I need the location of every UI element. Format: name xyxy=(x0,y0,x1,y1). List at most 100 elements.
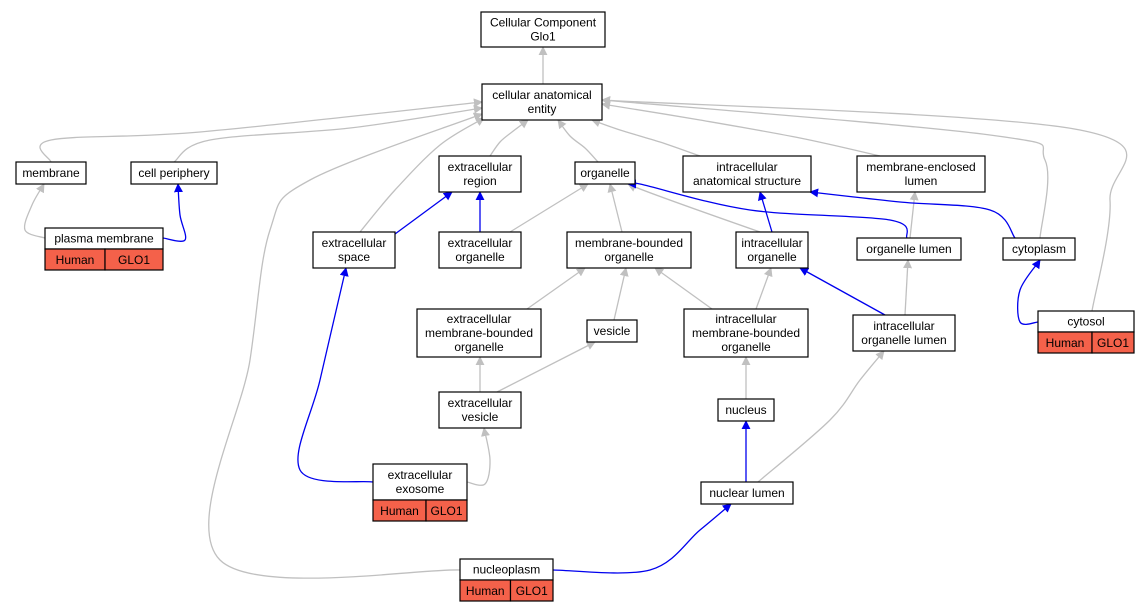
species-label: Human xyxy=(56,253,95,267)
edge-vesicle-to-mborg xyxy=(613,267,629,321)
node-label: organelle xyxy=(580,166,630,180)
edge-cytoplasm-to-intraanat xyxy=(809,188,1016,239)
node-label: cellular anatomical xyxy=(492,88,591,102)
edge-nucleoplasm-to-nuclumen xyxy=(552,503,732,574)
node-label: cell periphery xyxy=(138,166,209,180)
gene-cell xyxy=(104,248,164,271)
node-label: lumen xyxy=(905,174,938,188)
node-box xyxy=(312,231,396,269)
gene-label: GLO1 xyxy=(1097,336,1129,350)
node-box xyxy=(416,308,542,358)
edge-exosome-to-ecvesicle xyxy=(466,427,491,486)
node-box xyxy=(438,391,522,429)
edge-nucleoplasm-to-cae xyxy=(208,112,483,579)
edge-icorglumen-to-icorg xyxy=(799,267,886,316)
node-label: intracellular xyxy=(716,160,777,174)
edge-cytoplasm-to-cae xyxy=(601,96,1049,239)
gene-label: GLO1 xyxy=(118,253,150,267)
edge-ecspace-to-ecregion xyxy=(394,191,453,235)
node-cytoplasm[interactable]: cytoplasm xyxy=(1002,237,1076,261)
node-box xyxy=(717,398,775,422)
species-label: Human xyxy=(380,504,419,518)
node-box xyxy=(682,155,812,193)
node-box xyxy=(438,155,522,193)
node-label: anatomical structure xyxy=(693,174,801,188)
node-label: organelle xyxy=(747,250,797,264)
edge-ecvesicle-to-vesicle xyxy=(496,341,596,393)
edge-icorglumen-to-orglumen xyxy=(903,259,913,316)
node-label: organelle lumen xyxy=(861,333,946,347)
edge-ecregion-to-cae xyxy=(489,119,529,157)
node-box xyxy=(438,231,522,269)
node-box xyxy=(566,231,692,269)
node-label: extracellular xyxy=(448,236,513,250)
edge-intraanat-to-cae xyxy=(591,118,701,157)
node-box xyxy=(700,481,794,505)
gene-label: GLO1 xyxy=(430,504,462,518)
node-label: extracellular xyxy=(322,236,387,250)
node-label: organelle xyxy=(455,250,505,264)
node-vesicle[interactable]: vesicle xyxy=(586,319,638,343)
node-label: nucleoplasm xyxy=(473,563,540,577)
gene-cell xyxy=(425,499,468,522)
edge-membrane-to-cae xyxy=(39,98,483,163)
species-label: Human xyxy=(1046,336,1085,350)
node-label: membrane-bounded xyxy=(575,236,683,250)
node-nuclumen[interactable]: nuclear lumen xyxy=(700,481,794,505)
edge-melumen-to-cae xyxy=(601,100,881,157)
node-membrane[interactable]: membrane xyxy=(15,161,87,185)
node-label: membrane-enclosed xyxy=(866,160,975,174)
node-label: intracellular xyxy=(741,236,802,250)
node-label: Glo1 xyxy=(530,30,556,44)
node-cellperiph[interactable]: cell periphery xyxy=(130,161,218,185)
node-label: intracellular xyxy=(873,319,934,333)
node-label: region xyxy=(463,174,496,188)
node-label: membrane-bounded xyxy=(692,326,800,340)
edge-icmborg-to-icorg xyxy=(755,267,773,310)
node-label: cytosol xyxy=(1067,315,1104,329)
node-nucleus[interactable]: nucleus xyxy=(717,398,775,422)
node-label: cytoplasm xyxy=(1012,242,1066,256)
species-label: Human xyxy=(466,584,505,598)
node-label: vesicle xyxy=(462,410,499,424)
node-organelle[interactable]: organelle xyxy=(574,161,636,185)
gene-cell xyxy=(509,579,554,602)
edge-plasmamem-to-cellperiph xyxy=(162,183,187,242)
node-box xyxy=(1002,237,1076,261)
edge-icmborg-to-mborg xyxy=(654,267,713,310)
node-box xyxy=(480,11,606,48)
edge-cellperiph-to-cae xyxy=(173,104,483,163)
node-label: extracellular xyxy=(448,160,513,174)
edge-exosome-to-ecspace xyxy=(297,267,374,483)
edge-plasmamem-to-membrane xyxy=(23,183,46,239)
node-label: nucleus xyxy=(725,403,766,417)
gene-cell xyxy=(1091,331,1135,354)
edge-ecspace-to-cae xyxy=(359,117,485,233)
node-label: Cellular Component xyxy=(490,16,597,30)
node-label: space xyxy=(338,250,370,264)
edge-nuclumen-to-icorglumen xyxy=(757,350,885,483)
node-box xyxy=(372,463,468,501)
node-box xyxy=(683,308,809,358)
node-orglumen[interactable]: organelle lumen xyxy=(856,237,962,261)
node-label: extracellular xyxy=(388,468,453,482)
